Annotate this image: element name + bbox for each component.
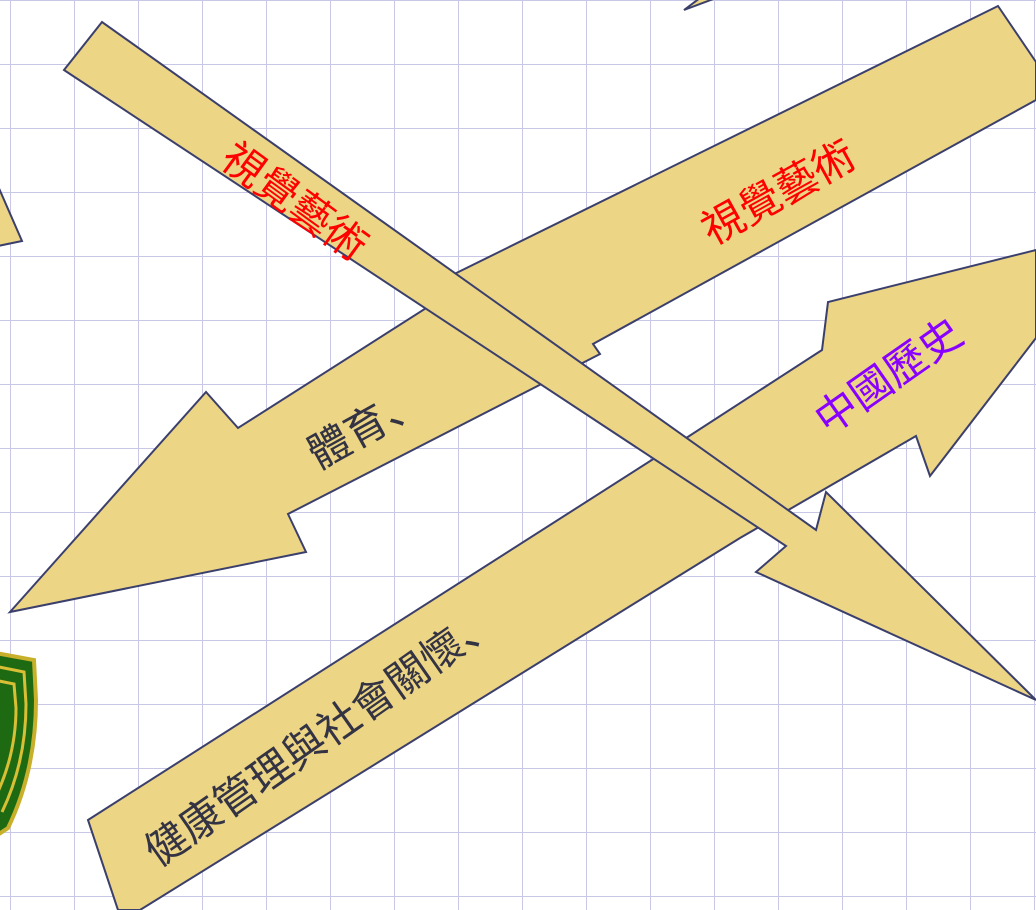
arrow-fragment-top (683, 0, 714, 11)
arrow-fragment-left (0, 188, 24, 247)
shield-icon (0, 651, 39, 836)
arrow-health-history-label-1: 健康管理與社會關懷、 (136, 595, 508, 876)
